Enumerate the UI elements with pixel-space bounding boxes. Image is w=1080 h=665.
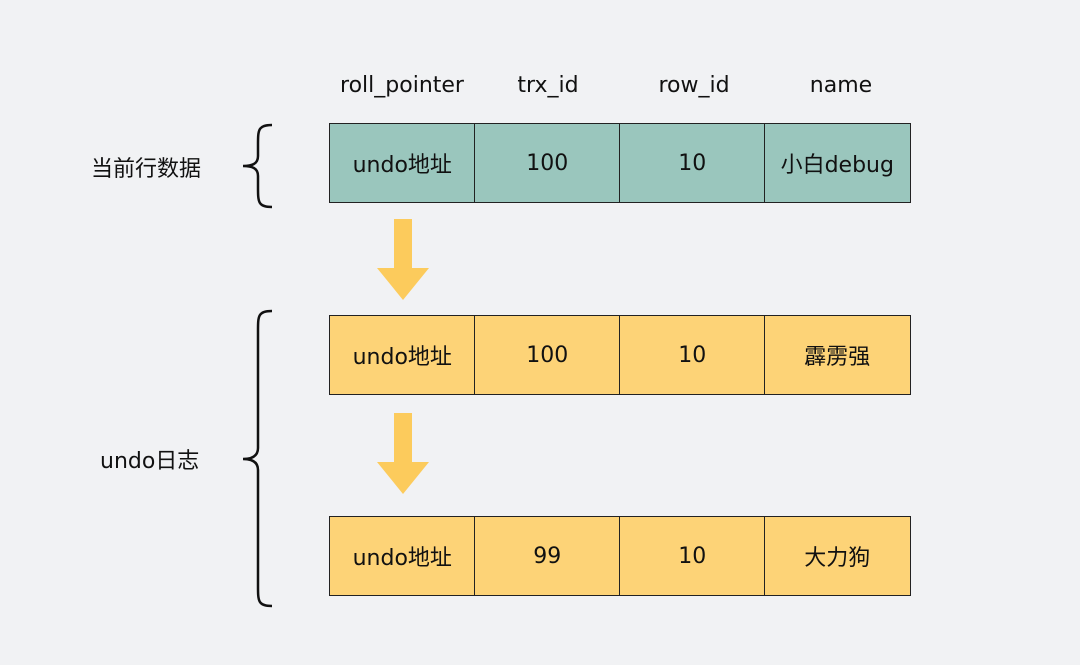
cell-row-id: 10 — [619, 123, 766, 203]
cell-row-id: 10 — [619, 315, 766, 395]
cell-roll-pointer: undo地址 — [329, 516, 476, 596]
undo-row: undo地址 99 10 大力狗 — [329, 516, 915, 596]
column-header-roll-pointer: roll_pointer — [340, 72, 464, 98]
column-header-name: name — [809, 72, 873, 98]
brace-current — [242, 123, 273, 209]
cell-name: 霹雳强 — [764, 315, 911, 395]
cell-row-id: 10 — [619, 516, 766, 596]
current-row: undo地址 100 10 小白debug — [329, 123, 915, 203]
label-undo-log: undo日志 — [100, 449, 200, 474]
cell-roll-pointer: undo地址 — [329, 123, 476, 203]
column-header-row-id: row_id — [658, 72, 730, 98]
cell-trx-id: 100 — [474, 123, 621, 203]
cell-name: 小白debug — [764, 123, 911, 203]
label-current-row-data: 当前行数据 — [91, 157, 202, 182]
column-header-trx-id: trx_id — [517, 72, 579, 98]
arrow-down-icon — [377, 413, 429, 494]
arrow-down-icon — [377, 219, 429, 300]
cell-trx-id: 100 — [474, 315, 621, 395]
cell-name: 大力狗 — [764, 516, 911, 596]
cell-trx-id: 99 — [474, 516, 621, 596]
cell-roll-pointer: undo地址 — [329, 315, 476, 395]
brace-undo-log — [242, 309, 273, 608]
undo-row: undo地址 100 10 霹雳强 — [329, 315, 915, 395]
